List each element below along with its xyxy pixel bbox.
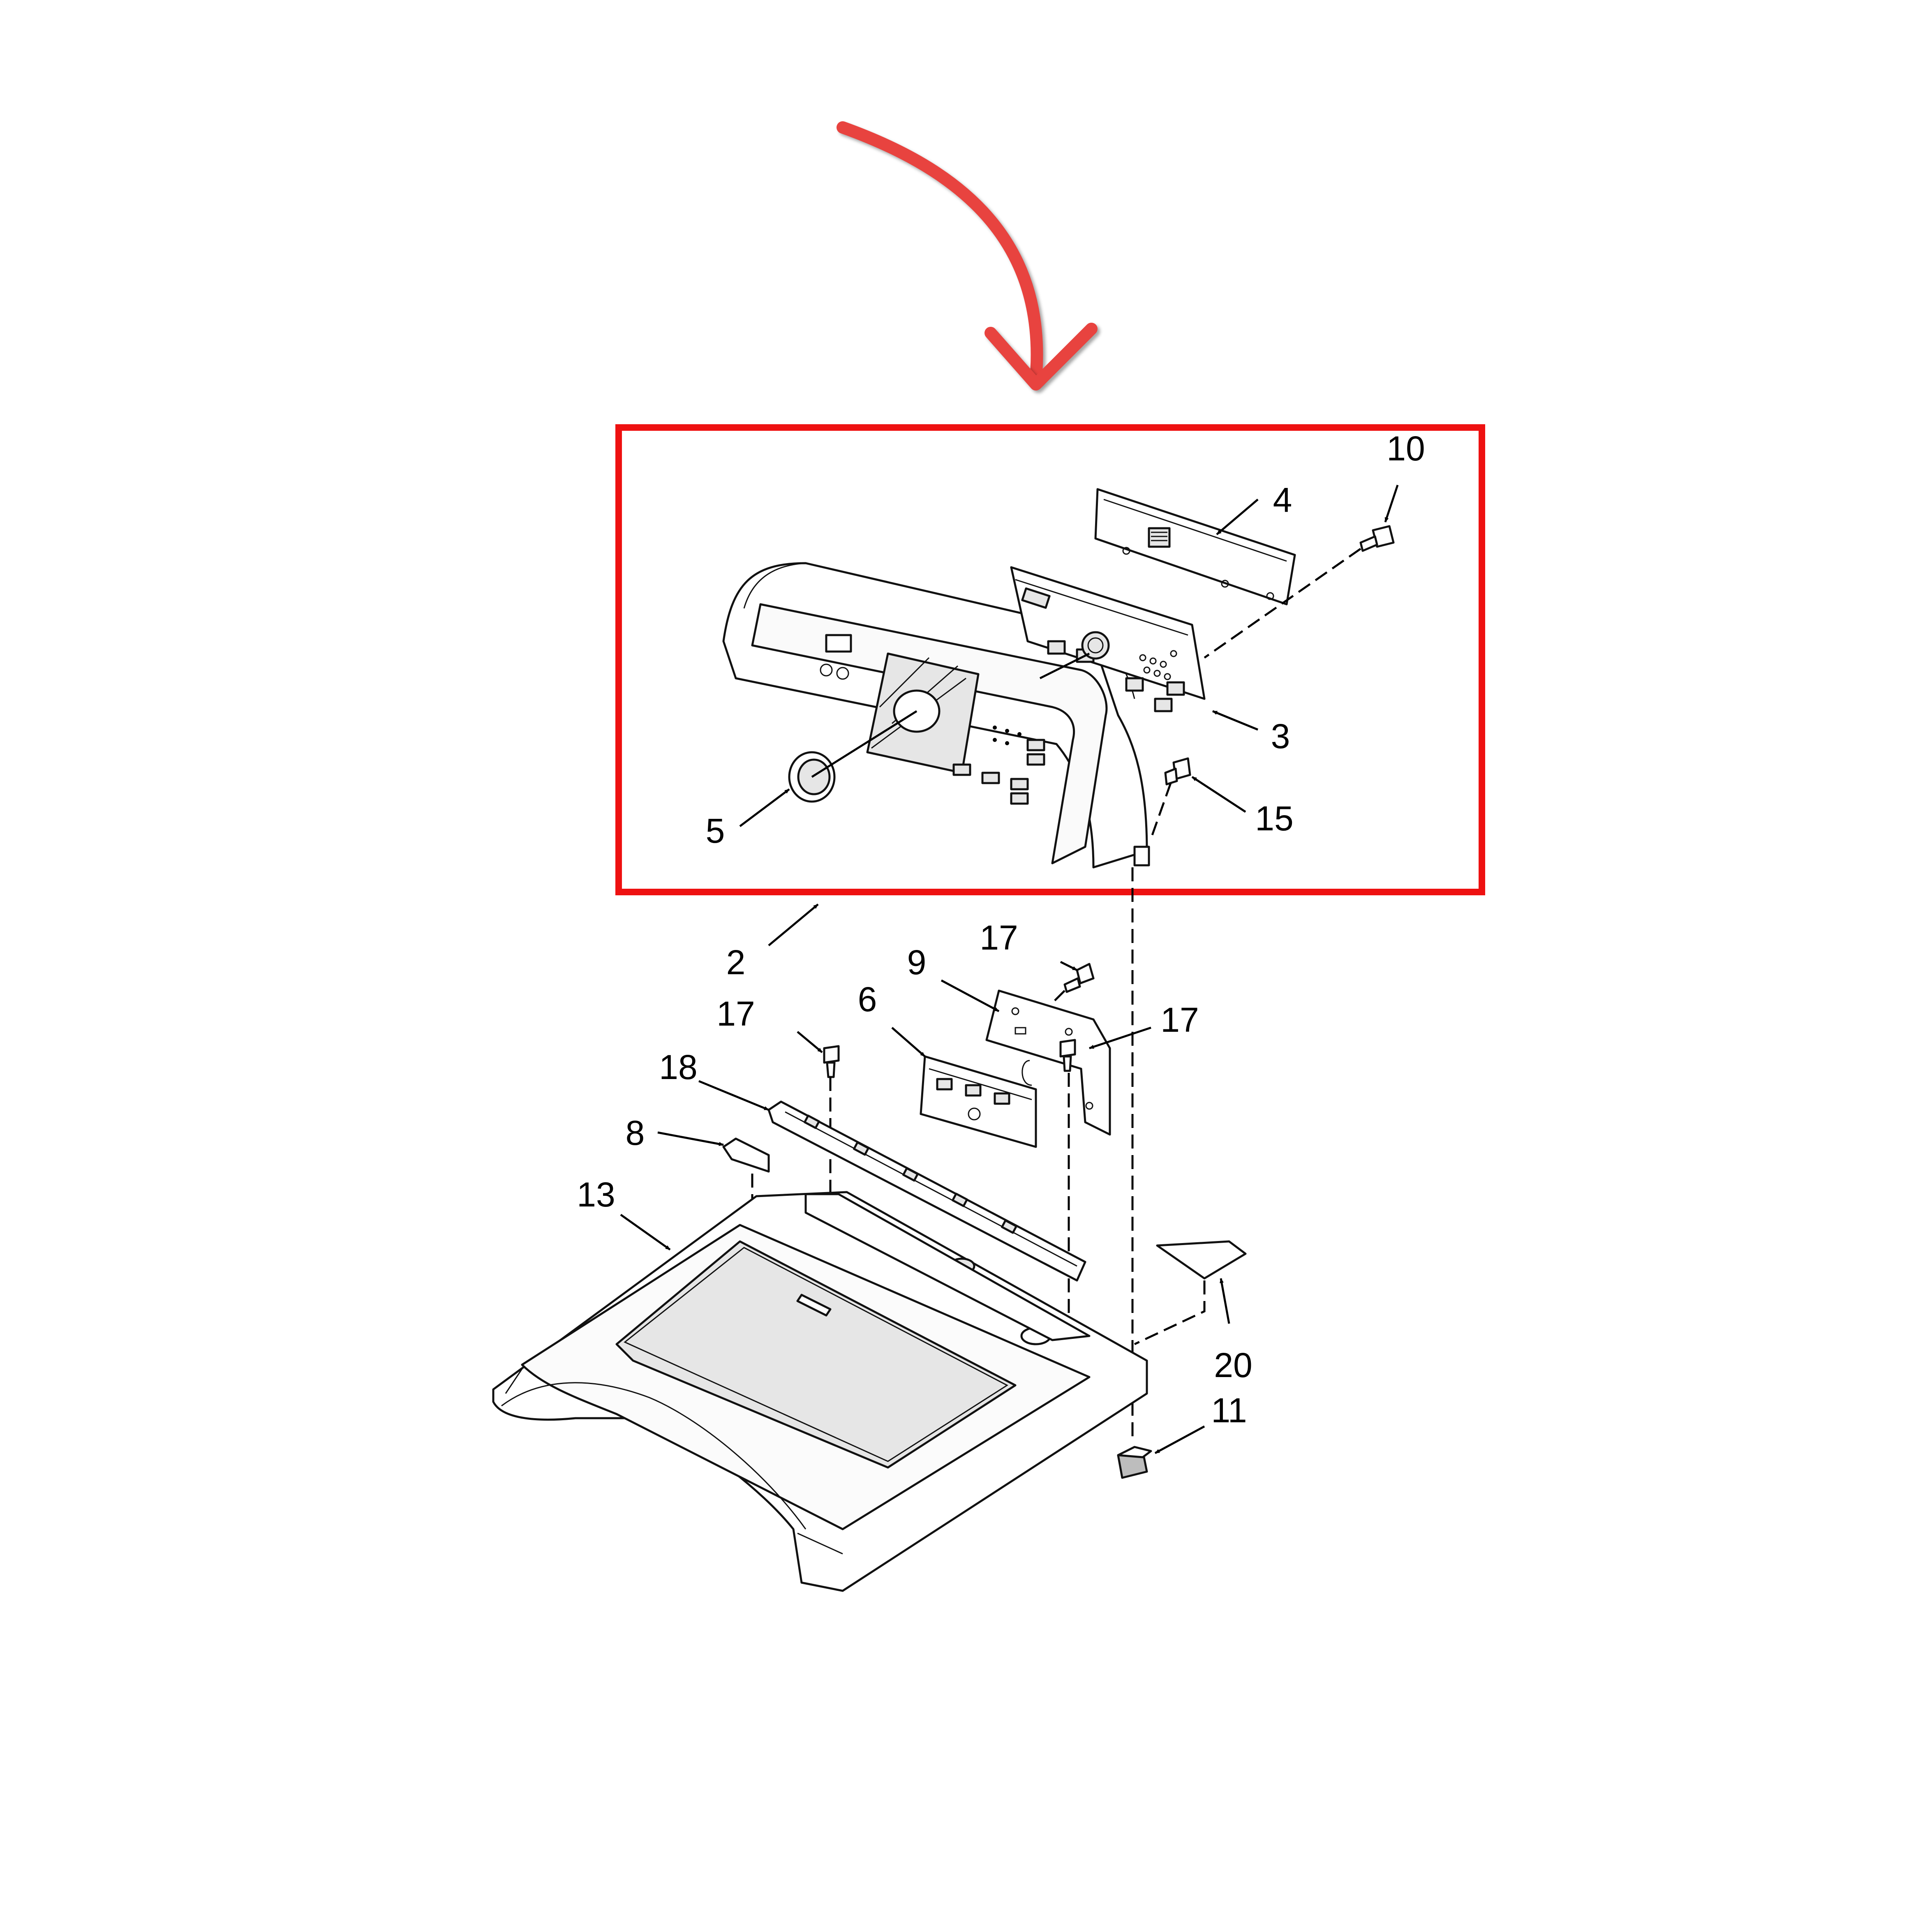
screw-17-left — [823, 1045, 840, 1078]
callout-17-right: 17 — [1160, 1001, 1199, 1039]
leader-lines — [620, 485, 1399, 1454]
callout-9: 9 — [907, 943, 927, 982]
callout-10: 10 — [1387, 429, 1425, 468]
pad-8 — [722, 1137, 770, 1173]
screw-17-right — [1059, 1039, 1076, 1072]
callout-5: 5 — [706, 811, 725, 850]
callout-2: 2 — [726, 943, 746, 982]
callout-4: 4 — [1273, 481, 1292, 519]
control-board-6 — [920, 1055, 1037, 1148]
callout-8: 8 — [626, 1114, 645, 1152]
bracket-9 — [985, 989, 1111, 1136]
red-pointer-arrow — [837, 121, 1098, 391]
callout-17-top: 17 — [980, 918, 1018, 957]
rail-18 — [767, 1100, 1086, 1282]
top-base-13 — [492, 1191, 1148, 1592]
callout-17-left: 17 — [716, 994, 755, 1033]
callout-18: 18 — [659, 1048, 697, 1086]
callout-3: 3 — [1271, 717, 1290, 756]
callout-20: 20 — [1214, 1346, 1252, 1384]
callout-6: 6 — [858, 980, 877, 1019]
callout-labels: 2 3 4 5 6 8 9 10 11 13 15 17 17 17 18 20 — [577, 429, 1425, 1430]
screw-10 — [1359, 525, 1395, 552]
highlight-box — [615, 424, 1485, 895]
callout-15: 15 — [1255, 799, 1293, 838]
foot-11 — [1117, 1446, 1152, 1479]
ui-board — [1010, 566, 1206, 712]
pad-20 — [1156, 1240, 1247, 1280]
callout-13: 13 — [577, 1175, 615, 1214]
board-cover — [1094, 488, 1296, 605]
screw-17-top — [1063, 963, 1095, 993]
callout-11: 11 — [1211, 1391, 1247, 1430]
screw-15 — [1164, 757, 1191, 786]
